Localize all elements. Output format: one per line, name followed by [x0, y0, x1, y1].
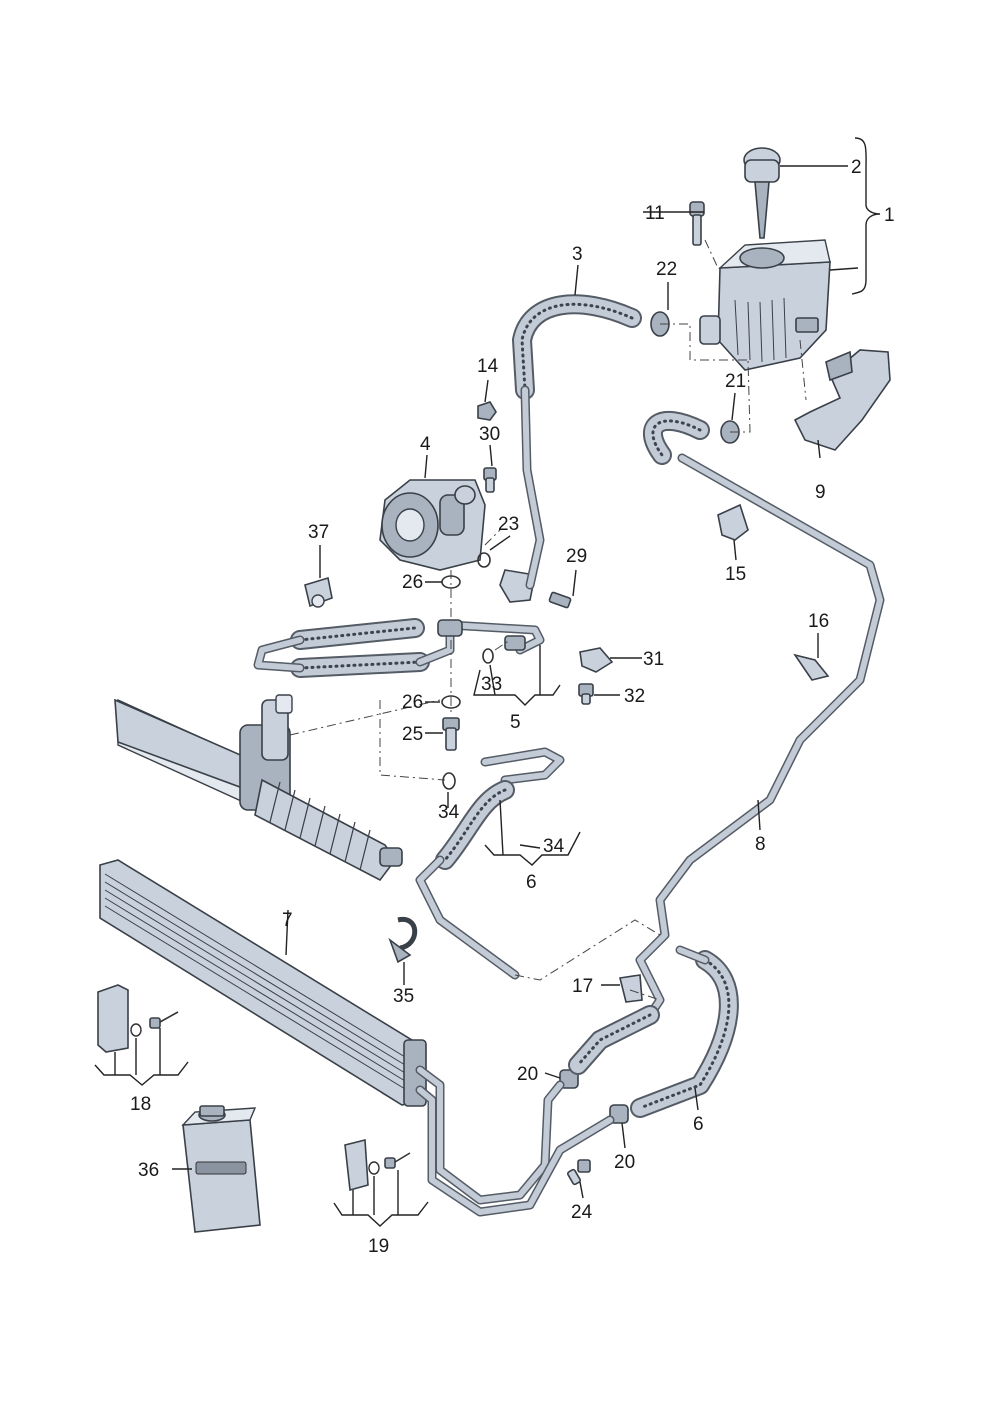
clamp-20-left — [559, 1069, 579, 1089]
callout-25: 25 — [402, 724, 423, 745]
clamp-31 — [579, 647, 614, 673]
callout-24: 24 — [571, 1202, 593, 1223]
callout-19: 19 — [368, 1236, 389, 1257]
fluid-cooler — [99, 859, 427, 1107]
callout-26-upper: 26 — [402, 572, 423, 593]
cooler-lines — [415, 1065, 615, 1217]
reservoir-cap — [743, 147, 781, 239]
clip-16 — [793, 653, 830, 681]
callout-34-right: 34 — [543, 836, 565, 857]
callout-21: 21 — [725, 371, 746, 392]
callout-32: 32 — [624, 686, 645, 707]
clip-17 — [619, 974, 643, 1003]
reservoir-bracket — [793, 349, 891, 451]
nut-14 — [477, 401, 497, 421]
callout-33: 33 — [481, 674, 502, 695]
steering-rack — [114, 694, 403, 882]
callout-2: 2 — [851, 157, 862, 178]
leader-lines — [94, 137, 881, 1227]
bolt-11 — [689, 201, 705, 246]
callout-26-lower: 26 — [402, 692, 423, 713]
return-line-8 — [568, 411, 885, 1075]
callout-20-left: 20 — [517, 1064, 538, 1085]
callout-5: 5 — [510, 712, 521, 733]
callout-34-left: 34 — [438, 802, 460, 823]
callout-35: 35 — [393, 986, 414, 1007]
alignment-lines — [289, 239, 807, 1001]
hose-6-lower — [630, 945, 739, 1118]
clip-15 — [717, 503, 749, 541]
callout-31: 31 — [643, 649, 664, 670]
bolt-32 — [578, 683, 594, 705]
callout-18: 18 — [130, 1094, 151, 1115]
callout-30: 30 — [479, 424, 500, 445]
clamp-37 — [304, 576, 333, 608]
callout-4: 4 — [420, 434, 431, 455]
bracket-18 — [97, 984, 179, 1053]
callout-17: 17 — [572, 976, 593, 997]
callout-3: 3 — [572, 244, 583, 265]
callout-23: 23 — [498, 514, 519, 535]
bracket-19 — [344, 1138, 411, 1192]
callout-7: 7 — [282, 910, 293, 931]
callout-11: 11 — [645, 203, 665, 224]
seal-23 — [477, 552, 491, 568]
callout-22: 22 — [656, 259, 677, 280]
callout-15: 15 — [725, 564, 746, 585]
callout-37: 37 — [308, 522, 329, 543]
bolt-24 — [566, 1159, 591, 1186]
callout-1: 1 — [884, 205, 895, 226]
callout-16: 16 — [808, 611, 829, 632]
callout-6-upper: 6 — [526, 872, 537, 893]
fluid-container — [181, 1105, 261, 1233]
callout-36: 36 — [138, 1160, 159, 1181]
fluid-reservoir — [699, 239, 831, 371]
callout-6-lower: 6 — [693, 1114, 704, 1135]
steering-pump — [379, 479, 486, 571]
callout-9: 9 — [815, 482, 826, 503]
callout-labels: 1 2 3 4 5 6 6 7 8 9 11 14 15 16 17 18 19… — [130, 157, 895, 1257]
callout-20-right: 20 — [614, 1152, 635, 1173]
seal-33 — [482, 648, 494, 664]
callout-29: 29 — [566, 546, 587, 567]
banjo-bolt-25 — [442, 717, 460, 751]
clamp-20-right — [609, 1104, 629, 1124]
callout-8: 8 — [755, 834, 766, 855]
line-bracket — [499, 569, 572, 609]
seal-34 — [442, 772, 456, 790]
clamp-35 — [388, 917, 418, 964]
hose-6-upper — [415, 747, 565, 980]
callout-14: 14 — [477, 356, 499, 377]
bolt-30 — [483, 467, 497, 493]
hose-3 — [512, 294, 642, 590]
pressure-hose-5 — [253, 618, 545, 678]
